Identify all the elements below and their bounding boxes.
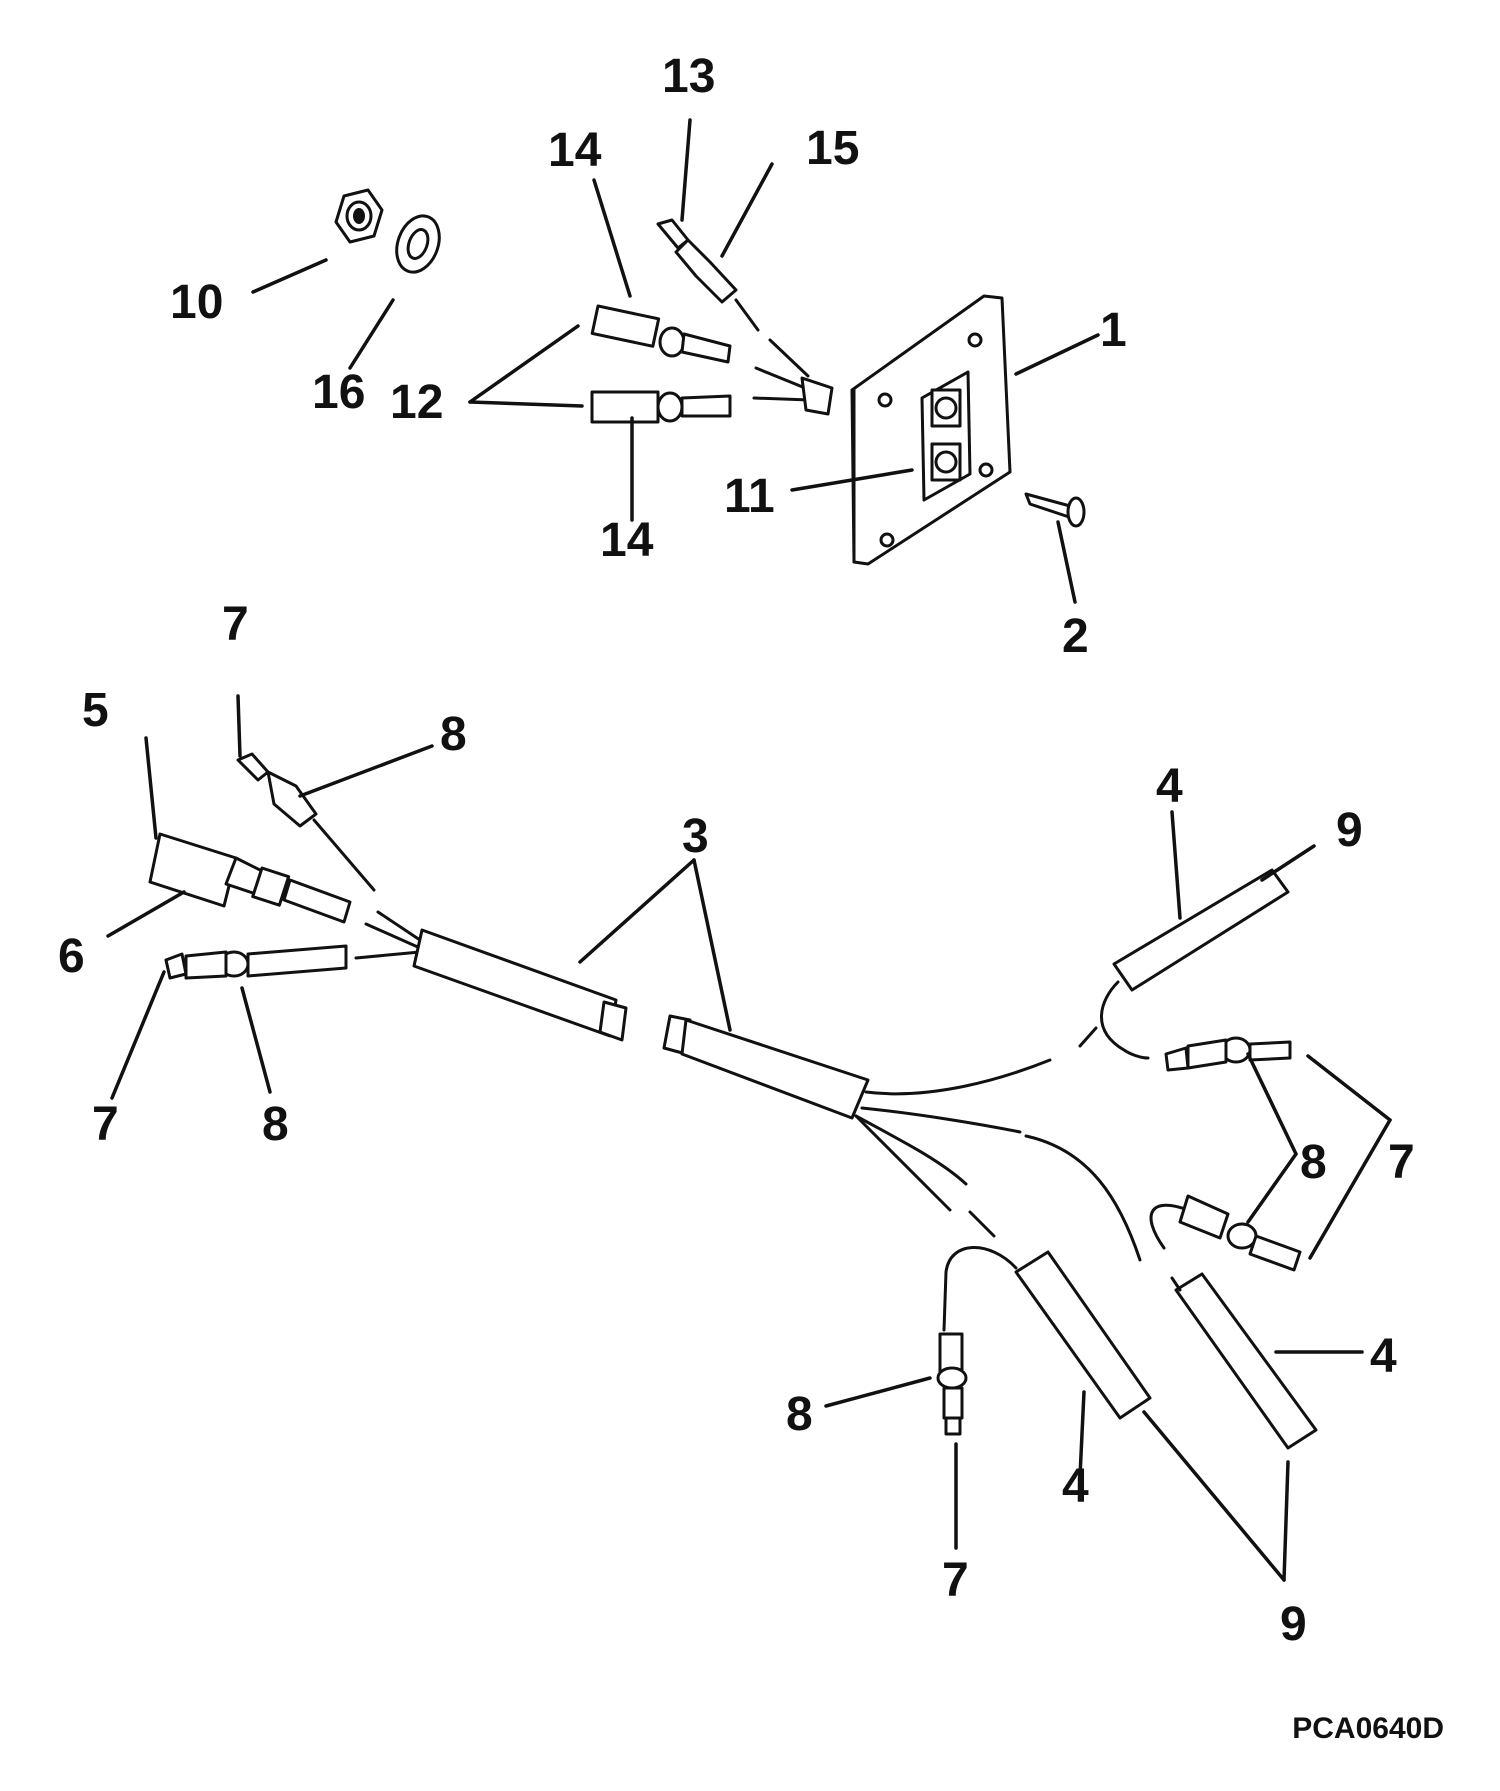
callout-3: 3 xyxy=(682,810,709,863)
callout-16: 16 xyxy=(312,366,365,419)
callout-8-upper-left: 8 xyxy=(440,708,467,761)
terminal-14-upper xyxy=(590,304,732,364)
callout-8-bottom: 8 xyxy=(786,1388,813,1441)
terminal-14-lower xyxy=(590,390,732,424)
callout-4-top: 4 xyxy=(1156,760,1183,813)
top-leader-lines xyxy=(251,118,1100,604)
sleeve-right xyxy=(1024,1134,1318,1450)
harness-left-connectors xyxy=(148,752,422,980)
callout-5: 5 xyxy=(82,684,109,737)
washer-part xyxy=(395,214,441,274)
figure-code: PCA0640D xyxy=(1292,1712,1444,1745)
callout-11: 11 xyxy=(724,470,775,523)
callout-9-top: 9 xyxy=(1336,804,1363,857)
callout-10: 10 xyxy=(170,276,223,329)
callout-1: 1 xyxy=(1100,304,1127,357)
harness-leader-lines xyxy=(106,694,1392,1582)
callout-8-right: 8 xyxy=(1300,1136,1327,1189)
sleeve-upper-right xyxy=(1078,868,1292,1072)
callout-7-right: 7 xyxy=(1388,1136,1415,1189)
callout-15: 15 xyxy=(806,122,859,175)
callout-4-right: 4 xyxy=(1370,1330,1397,1383)
switch-plate xyxy=(850,294,1012,566)
callout-2: 2 xyxy=(1062,610,1089,663)
harness-branches xyxy=(854,1058,1052,1212)
callout-4-bottom: 4 xyxy=(1062,1460,1089,1513)
callout-7-lower-left: 7 xyxy=(92,1098,119,1151)
callout-12: 12 xyxy=(390,376,443,429)
callout-7-upper-left: 7 xyxy=(222,598,249,651)
harness-trunk-right xyxy=(662,1014,870,1120)
callout-8-lower-left: 8 xyxy=(262,1098,289,1151)
callout-14-bottom: 14 xyxy=(600,514,654,567)
callout-9-bottom: 9 xyxy=(1280,1598,1307,1651)
callout-7-bottom: 7 xyxy=(942,1554,969,1607)
harness-trunk-left xyxy=(412,928,628,1042)
callout-13: 13 xyxy=(662,50,715,103)
callout-14-top: 14 xyxy=(548,124,602,177)
plate-wire-stubs xyxy=(752,338,834,416)
callout-6: 6 xyxy=(58,930,85,983)
nut-part xyxy=(334,188,384,244)
sleeve-lower xyxy=(936,1210,1152,1436)
callout-labels: 13 14 15 10 16 12 1 11 14 2 7 5 8 3 6 7 … xyxy=(58,50,1444,1745)
screw-part xyxy=(1024,492,1086,528)
upper-terminal-part xyxy=(656,218,760,332)
